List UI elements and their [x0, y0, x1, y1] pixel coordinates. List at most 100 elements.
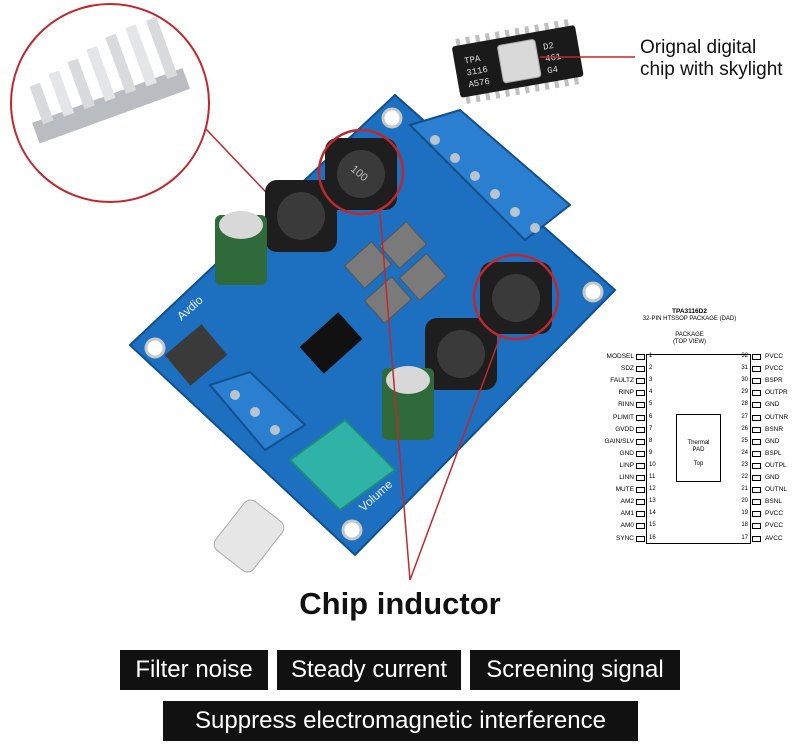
pin-label-left: GAIN/SLV [604, 437, 634, 445]
pin-number-right: 22 [741, 474, 748, 480]
pin-label-right: PVCC [765, 522, 784, 530]
pin-pad-right [752, 402, 761, 409]
pin-label-left: AM2 [620, 498, 634, 506]
pin-pad-left [636, 426, 645, 433]
pin-pad-right [752, 499, 761, 506]
pin-pad-left [636, 378, 645, 385]
pin-number-left: 16 [649, 534, 656, 541]
pin-label-right: BSNL [765, 498, 782, 506]
inductor-line-2 [409, 336, 501, 581]
pin-pad-right [752, 426, 761, 433]
pin-pad-left [636, 366, 645, 373]
pin-number-right: 29 [741, 389, 748, 396]
pin-number-left: 10 [649, 461, 656, 468]
pin-number-right: 30 [741, 377, 748, 384]
pin-label-left: AM0 [620, 522, 634, 530]
chip-mark-1: TPA [464, 54, 482, 67]
audio-jack [164, 324, 228, 386]
pin-label-right: GND [765, 474, 780, 481]
chip-mark-5: 461 [544, 52, 562, 65]
pin-label-right: BSPR [765, 377, 783, 385]
pin-pad-left [636, 535, 645, 542]
pin-pad-left [636, 462, 645, 469]
inductor-3 [480, 262, 552, 334]
pin-pad-right [752, 450, 761, 457]
pin-number-right: 25 [741, 437, 748, 444]
inductor-1 [325, 138, 397, 210]
pin-number-right: 27 [741, 413, 748, 420]
pin-number-right: 20 [741, 498, 748, 505]
pin-label-left: LINP [619, 461, 634, 469]
pin-pad-right [752, 354, 761, 360]
terminal-block-right [408, 108, 572, 242]
inductor-highlight-2 [472, 253, 560, 341]
pin-number-left: 3 [649, 377, 653, 384]
pin-number-left: 2 [649, 365, 653, 372]
pin-label-right: BSPL [765, 449, 782, 457]
pin-pad-left [636, 354, 645, 360]
pin-label-left: PLIMIT [613, 413, 634, 421]
volume-knob [213, 499, 285, 573]
pinout-subtitle: 32-PIN HTSSOP PACKAGE (DAD) [642, 316, 737, 322]
pin-pad-right [752, 366, 761, 373]
pin-number-left: 1 [649, 353, 653, 359]
pin-pad-left [636, 475, 645, 481]
pin-pad-right [752, 487, 761, 494]
pin-number-left: 11 [649, 474, 656, 480]
chip-mark-6: G4 [547, 65, 559, 77]
pin-label-right: PVCC [765, 353, 784, 360]
pin-label-right: OUTPR [765, 389, 788, 397]
inductor-highlight-1 [317, 128, 405, 216]
pin-number-right: 24 [741, 449, 748, 456]
pin-label-right: PVCC [765, 365, 784, 373]
pin-label-right: OUTNL [765, 486, 788, 494]
pin-number-left: 12 [649, 486, 656, 493]
pin-label-left: GND [619, 449, 634, 457]
heatsink-callout [10, 3, 210, 203]
pin-label-left: RINP [618, 389, 634, 397]
tag-screening-signal: Screening signal [470, 650, 680, 690]
pin-label-left: AM1 [620, 510, 634, 518]
pin-label-left: MODSEL [606, 353, 634, 360]
pin-pad-right [752, 511, 761, 518]
pin-pad-left [636, 499, 645, 506]
pin-label-left: SDZ [621, 365, 634, 373]
pin-number-right: 26 [741, 425, 748, 432]
pin-label-left: GVDD [615, 425, 634, 433]
inductor-2 [265, 180, 337, 252]
chip-photo: TPA 3116 A576 D2 461 G4 [452, 19, 584, 104]
chip-mark-4: D2 [542, 41, 554, 53]
pin-number-right: 32 [741, 353, 748, 359]
potentiometer [288, 418, 397, 512]
pin-number-right: 28 [741, 401, 748, 408]
pin-pad-right [752, 378, 761, 385]
pin-label-right: GND [765, 401, 780, 409]
pin-pad-left [636, 511, 645, 518]
pin-pad-left [636, 402, 645, 409]
pin-pad-right [752, 390, 761, 397]
pin-pad-right [752, 414, 761, 421]
pin-label-right: OUTNR [765, 413, 789, 421]
pinout-title: TPA3116D2 [672, 308, 707, 315]
pin-pad-left [636, 523, 645, 530]
tag-steady-current: Steady current [277, 650, 461, 690]
inductor-line-1 [379, 211, 411, 581]
pin-pad-left [636, 450, 645, 457]
pad-line1: Thermal [687, 440, 710, 446]
capacitor-1 [215, 211, 267, 285]
top-label: Top [693, 461, 704, 467]
pinout-diagram: TPA3116D2 32-PIN HTSSOP PACKAGE (DAD) PA… [582, 298, 797, 548]
pinout-package: PACKAGE [675, 332, 704, 338]
pin-label-left: RINN [618, 401, 634, 409]
pin-number-left: 5 [649, 401, 653, 408]
pin-pad-right [752, 523, 761, 530]
pin-number-right: 18 [741, 522, 748, 529]
pin-number-left: 8 [649, 437, 653, 444]
pin-label-right: AVCC [765, 534, 783, 542]
tag-suppress-emi: Suppress electromagnetic interference [163, 701, 638, 741]
pin-label-left: FAULTZ [610, 377, 634, 385]
pin-number-left: 14 [649, 510, 656, 517]
pin-pad-left [636, 414, 645, 421]
pin-pad-left [636, 390, 645, 397]
pin-number-left: 9 [649, 449, 653, 456]
